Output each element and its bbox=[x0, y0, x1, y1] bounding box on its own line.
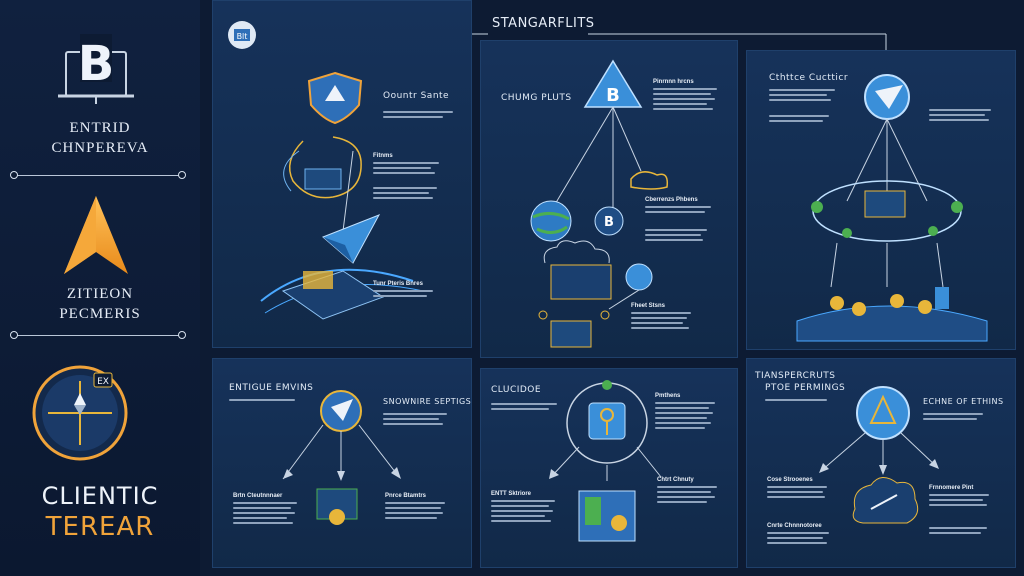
panel-6-heading-line-2: PTOE PERMINGS bbox=[765, 383, 846, 393]
panel-6-heading-line-1: TIANSPERCRUTS bbox=[755, 371, 836, 381]
compass-icon: EX bbox=[32, 365, 128, 461]
text-block-title: Chtrt Chnuty bbox=[657, 477, 694, 483]
panel-6: TIANSPERCRUTS PTOE PERMINGS ECHNE OF ETH… bbox=[746, 358, 1016, 568]
text-block bbox=[929, 527, 1009, 537]
small-icon-letter: B bbox=[604, 215, 614, 230]
panel-3-art bbox=[796, 74, 988, 342]
globe-icon bbox=[530, 200, 572, 242]
text-block-title: Cnrte Chnnnotoree bbox=[767, 523, 822, 529]
text-block: Tunr Pteris Bnres bbox=[373, 281, 453, 300]
text-block: ENTT Sktriore bbox=[491, 491, 571, 525]
text-block: Cberrenzs Phbens bbox=[645, 197, 725, 216]
sidebar: B ENTRID CHNPEREVA ZITIEON PECMERIS bbox=[0, 0, 200, 576]
sidebar-title-1-line-1: ENTRID bbox=[69, 120, 131, 136]
text-block-title: Tunr Pteris Bnres bbox=[373, 281, 423, 287]
panel-2-heading: CHUMG PLUTS bbox=[501, 93, 572, 103]
divider-dot bbox=[10, 171, 18, 179]
triangle-letter: B bbox=[606, 85, 620, 106]
text-block: Pinrnnn hrcns bbox=[653, 79, 733, 113]
client-title-line-2: TEREAR bbox=[45, 512, 155, 542]
text-block bbox=[229, 399, 309, 404]
badge-label: Blt bbox=[237, 32, 248, 41]
panel-4-art bbox=[282, 390, 401, 525]
panel-1-art: Blt bbox=[228, 21, 424, 320]
divider bbox=[14, 175, 182, 176]
monitor-logo-icon: B bbox=[58, 34, 134, 104]
logo-letter: B bbox=[78, 36, 115, 92]
divider-dot bbox=[178, 171, 186, 179]
panel-1: Blt Oountr Sante Fitnms bbox=[212, 0, 472, 348]
sidebar-title-1-line-2: CHNPEREVA bbox=[51, 140, 149, 156]
text-block-title: Fitnms bbox=[373, 153, 393, 159]
text-block bbox=[765, 399, 845, 404]
arrow-icon bbox=[64, 196, 128, 274]
panel-2: B B CHUMG PLUTS Pinrnnn hrcns bbox=[480, 40, 738, 358]
panel-4-side-heading: SNOWNIRE SEPTIGS bbox=[383, 397, 472, 406]
text-block-title: Cberrenzs Phbens bbox=[645, 197, 698, 203]
panel-6-side-heading: ECHNE OF ETHINS bbox=[923, 397, 1004, 406]
text-block-title: Brtn Cteutnnnaer bbox=[233, 493, 283, 499]
text-block bbox=[923, 413, 1003, 423]
text-block bbox=[929, 109, 1009, 124]
text-block: Frnnomere Pint bbox=[929, 485, 1009, 509]
text-block bbox=[383, 111, 463, 121]
sidebar-title-2-line-1: ZITIEON bbox=[66, 286, 134, 302]
panel-6-art bbox=[819, 386, 939, 524]
page-title: STANGARFLITS bbox=[492, 16, 595, 31]
text-block-title: Pinrnnn hrcns bbox=[653, 79, 694, 85]
text-block-title: Cose Strooenes bbox=[767, 477, 813, 483]
panel-1-heading: Oountr Sante bbox=[383, 91, 450, 101]
text-block bbox=[373, 187, 453, 202]
text-block bbox=[769, 89, 849, 104]
text-block: Pnrce Btamtrs bbox=[385, 493, 465, 522]
text-block bbox=[491, 403, 571, 413]
text-block-title: Fheet Stsns bbox=[631, 303, 666, 309]
panel-5-art bbox=[549, 380, 662, 542]
panel-5: CLUCIDOE Pmthens Chtrt Chnuty ENTT Sktri… bbox=[480, 368, 738, 568]
panel-3-heading: Cthttce Cuctticr bbox=[769, 73, 849, 83]
badge-text: EX bbox=[97, 377, 109, 387]
text-block: Cnrte Chnnnotoree bbox=[767, 523, 847, 547]
text-block: Brtn Cteutnnnaer bbox=[233, 493, 313, 527]
text-block: Cose Strooenes bbox=[767, 477, 847, 501]
panel-4: ENTIGUE EMVINS SNOWNIRE SEPTIGS Brtn Cte… bbox=[212, 358, 472, 568]
divider-dot bbox=[178, 331, 186, 339]
panel-3: Cthttce Cuctticr bbox=[746, 50, 1016, 350]
text-block-title: Frnnomere Pint bbox=[929, 485, 974, 491]
text-block-title: ENTT Sktriore bbox=[491, 491, 532, 497]
text-block bbox=[383, 413, 463, 428]
text-block-title: Pnrce Btamtrs bbox=[385, 493, 427, 499]
text-block: Fitnms bbox=[373, 153, 453, 177]
sidebar-title-2-line-2: PECMERIS bbox=[59, 306, 141, 322]
text-block: Fheet Stsns bbox=[631, 303, 711, 332]
text-block-title: Pmthens bbox=[655, 393, 681, 399]
text-block: Pmthens bbox=[655, 393, 735, 432]
client-title-line-1: CLIENTIC bbox=[41, 482, 159, 510]
panel-4-heading: ENTIGUE EMVINS bbox=[229, 383, 314, 393]
text-block bbox=[645, 229, 725, 244]
text-block bbox=[769, 115, 849, 125]
panel-5-heading: CLUCIDOE bbox=[491, 385, 542, 395]
divider bbox=[14, 335, 182, 336]
text-block: Chtrt Chnuty bbox=[657, 477, 737, 506]
divider-dot bbox=[10, 331, 18, 339]
panel-2-art: B B bbox=[530, 59, 669, 348]
